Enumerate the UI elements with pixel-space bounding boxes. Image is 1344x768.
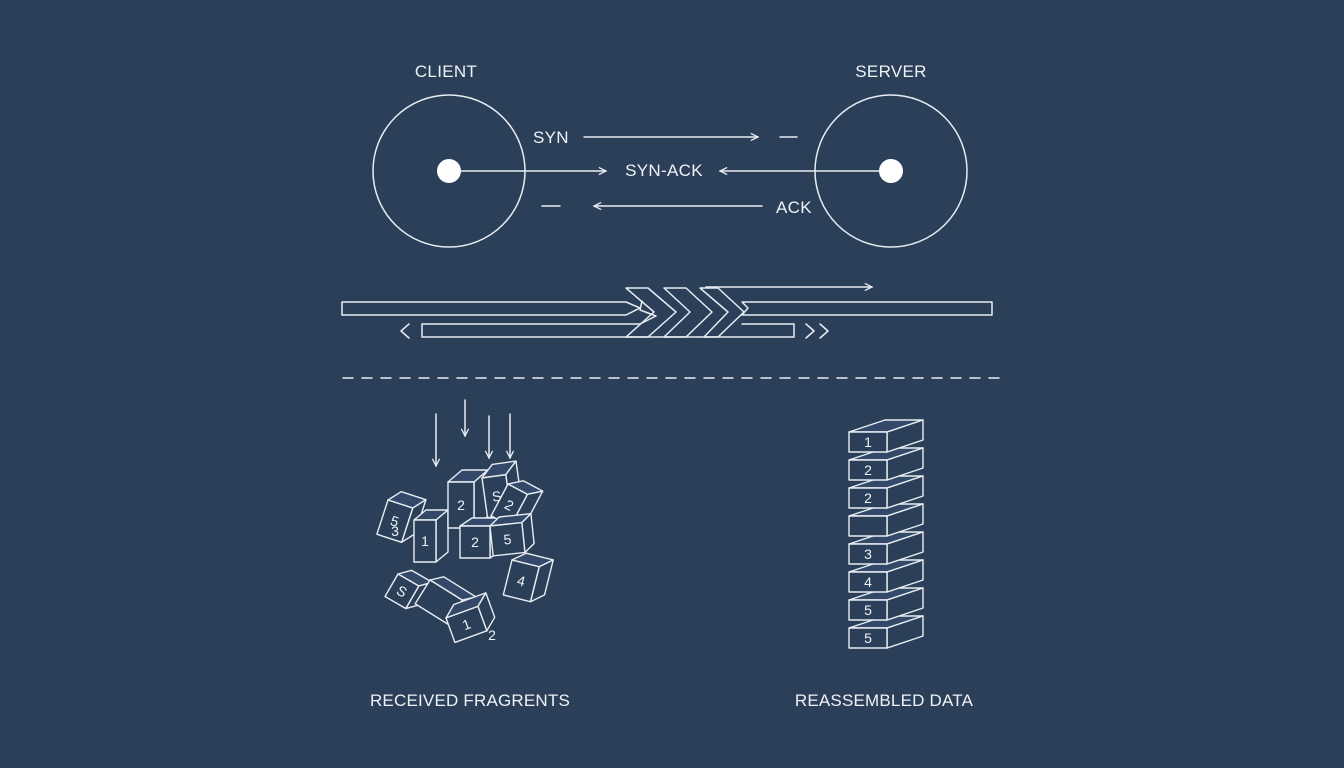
fragment-box-side-label: 2: [488, 627, 496, 643]
fragment-box-front: [489, 521, 526, 557]
stack-block: 3: [848, 531, 924, 565]
stack-block: 1: [848, 419, 924, 453]
fragment-box: 1: [445, 592, 496, 644]
fragment-box-front: [376, 499, 414, 543]
stack-block-front: [848, 627, 888, 649]
fragment-box-label: 2: [457, 497, 465, 513]
fragment-box-side: [435, 509, 449, 563]
fragment-box-label: S: [491, 488, 502, 505]
received-fragments-caption: RECEIVED FRAGRENTS: [370, 691, 570, 710]
stack-block-label: 5: [864, 602, 872, 618]
stack-block-label: 2: [864, 462, 872, 478]
fragment-box-front: [502, 559, 540, 603]
fragment-box-side-label: 3: [391, 523, 399, 539]
stack-block: 5: [848, 615, 924, 649]
stack-block-front: [848, 543, 888, 565]
stack-block: 5: [848, 587, 924, 621]
fragment-box-front: [413, 519, 437, 563]
syn-ack-label: SYN-ACK: [625, 161, 703, 180]
stack-block: 2: [848, 447, 924, 481]
client-label: CLIENT: [415, 62, 477, 81]
stack-block-front: [848, 487, 888, 509]
stack-block-label: 3: [864, 546, 872, 562]
fragment-box-front: [445, 605, 488, 644]
stream-upper-bar: [341, 301, 641, 316]
stack-block: 4: [848, 559, 924, 593]
fragment-box-label: 5: [503, 531, 513, 548]
syn-label: SYN: [533, 128, 569, 147]
server-node-dot: [879, 159, 903, 183]
fragment-box-front: [459, 525, 491, 559]
reassembled-data-caption: REASSEMBLED DATA: [795, 691, 974, 710]
ack-label: ACK: [776, 198, 812, 217]
stream-right-chevron-icon-1: [805, 323, 815, 339]
stack-block-front: [848, 431, 888, 453]
stream-chevron-3: [699, 287, 745, 338]
stream-lower-bar: [421, 300, 795, 338]
client-node-dot: [437, 159, 461, 183]
stack-block-front: [848, 571, 888, 593]
fragment-box-front: [384, 573, 420, 610]
fragment-box-label: 1: [421, 533, 429, 549]
stream-left-chevron-icon: [400, 323, 410, 339]
fragment-box-label: 4: [516, 572, 528, 589]
stream-right-chevron-icon-2: [819, 323, 829, 339]
stack-block-label: 1: [864, 434, 872, 450]
stack-block-front: [848, 599, 888, 621]
stack-block: [848, 503, 924, 537]
stack-block-label: 2: [864, 490, 872, 506]
fragment-box: 1: [413, 509, 449, 563]
stack-block-label: 4: [864, 574, 872, 590]
stream-chevron-1: [625, 287, 677, 338]
stack-block: 2: [848, 475, 924, 509]
stack-block-front: [848, 515, 888, 537]
fragment-box: 4: [502, 552, 554, 603]
stack-block-label: 5: [864, 630, 872, 646]
fragment-box: 5: [489, 512, 535, 557]
data-stream: [341, 287, 993, 339]
server-label: SERVER: [855, 62, 926, 81]
stack-block-front: [848, 459, 888, 481]
stream-chevron-2: [663, 287, 713, 338]
fragment-box-label: 2: [471, 534, 479, 550]
reassembled-stack: 5 5 4 3 2 2 1: [848, 419, 924, 649]
stream-right-bar: [741, 301, 993, 316]
